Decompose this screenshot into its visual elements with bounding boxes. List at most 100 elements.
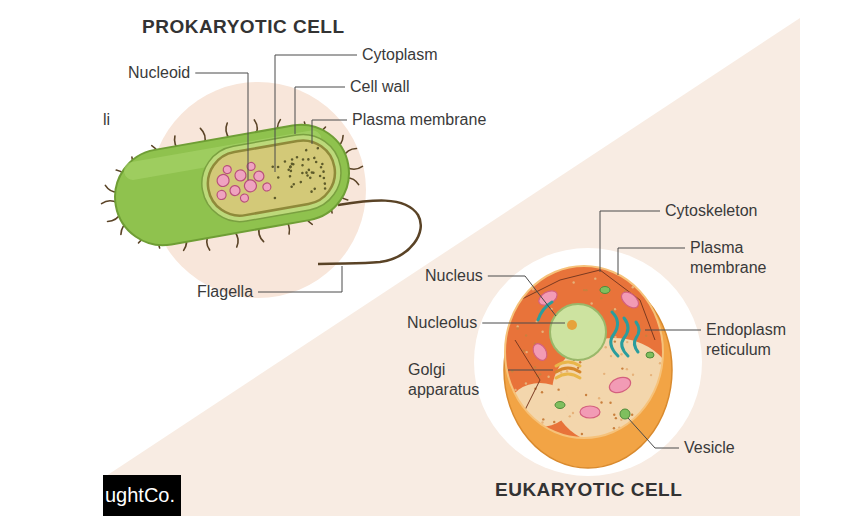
cytoplasm-dot	[648, 404, 650, 406]
cytoplasm-dot	[628, 334, 630, 336]
cytoplasm-dot	[643, 276, 645, 278]
cytoplasm-dot	[524, 425, 526, 427]
ribosome-dot	[291, 158, 294, 161]
cytoplasm-dot	[663, 426, 665, 428]
cytoplasm-dot	[627, 425, 629, 427]
eukaryotic-cell	[505, 266, 663, 438]
cytoplasm-dot	[654, 412, 656, 414]
endoplasmic-reticulum	[538, 302, 639, 356]
part-label: Flagella	[197, 282, 253, 302]
cytoplasm-dot	[542, 418, 544, 420]
nucleoid	[240, 193, 249, 202]
cytoplasm-dot	[525, 334, 527, 336]
leader-line	[295, 87, 345, 134]
cytoplasm-dot	[541, 421, 543, 423]
ribosome-dot	[302, 158, 305, 161]
mitochondrion	[530, 288, 641, 418]
cytoplasm-dot	[660, 294, 662, 296]
ribosome-dot	[319, 175, 322, 178]
cytoplasm-dot	[512, 269, 514, 271]
nucleoid	[229, 185, 241, 197]
nucleoid	[243, 179, 257, 193]
nucleoid	[253, 170, 265, 182]
cytoplasm-dot	[514, 389, 516, 391]
ribosome-dot	[295, 156, 298, 159]
cytoplasm-dot	[583, 289, 585, 291]
part-label: Cytoskeleton	[665, 201, 758, 221]
endoplasmic-reticulum	[622, 318, 628, 356]
ribosome-dot	[289, 166, 292, 169]
cell-heading: EUKARYOTIC CELL	[495, 478, 682, 502]
cytoplasm-dot	[525, 382, 527, 384]
part-label: Golgi apparatus	[408, 360, 503, 400]
cytoplasm-dot	[631, 414, 633, 416]
cell-wall	[196, 128, 347, 227]
prokaryotic-cell	[92, 101, 373, 269]
cytoplasm-dot	[614, 340, 616, 342]
vesicle	[620, 409, 630, 419]
part-label: Endoplasm reticulum	[706, 320, 816, 360]
leader-line	[645, 330, 701, 331]
cytoplasm-dot	[510, 415, 512, 417]
flagellum	[318, 201, 421, 264]
cytoplasm-dot	[658, 401, 660, 403]
cytoplasm-dot	[614, 336, 616, 338]
ribosome-dot	[321, 163, 324, 166]
cytoplasm-dot	[581, 433, 583, 435]
leader-line	[628, 418, 679, 448]
golgi-apparatus	[556, 362, 580, 366]
cytoplasm-dot	[621, 367, 623, 369]
part-label: Nucleolus	[407, 313, 477, 333]
cell-heading: PROKARYOTIC CELL	[142, 15, 345, 39]
cytoplasm-dot	[547, 375, 549, 377]
nucleoid	[216, 190, 226, 200]
background-band	[103, 18, 800, 516]
golgi-apparatus	[556, 362, 580, 378]
cytoplasm-dot	[620, 419, 622, 421]
mitochondrion	[607, 375, 632, 396]
cytoplasm-dot	[651, 415, 653, 417]
ribosome-dot	[312, 171, 315, 174]
nucleoid	[212, 159, 272, 207]
endoplasmic-reticulum	[538, 302, 552, 320]
cytoplasm-dot	[594, 277, 596, 279]
plasma-membrane	[203, 135, 340, 220]
cytoplasm-dot	[657, 430, 659, 432]
eukaryotic-cell	[505, 266, 663, 438]
vesicle	[600, 287, 610, 294]
ribosome-dot	[322, 170, 325, 173]
cytoplasm-dot	[659, 362, 661, 364]
cytoskeleton	[515, 270, 655, 420]
endoplasmic-reticulum	[611, 312, 618, 356]
eukaryotic-cell	[504, 266, 676, 468]
cytoplasm-dot	[553, 421, 555, 423]
cytoplasm-dot	[627, 428, 629, 430]
cytoplasm-dot	[538, 425, 540, 427]
ribosome-dot	[305, 171, 308, 174]
leader-line	[508, 370, 553, 371]
leader-line	[482, 323, 565, 324]
ribosome-dot	[323, 182, 326, 185]
cytoplasm-dot	[539, 373, 541, 375]
cytoplasm-dot	[624, 273, 626, 275]
eukaryotic-cell	[510, 383, 570, 427]
nucleolus	[567, 320, 577, 330]
cytoplasm-dot	[513, 281, 515, 283]
backdrop-circle	[474, 248, 702, 476]
ribosome-dot	[299, 181, 302, 184]
cytoplasm-dot	[635, 282, 637, 284]
ribosome-dot	[306, 174, 309, 177]
vesicle	[646, 352, 654, 358]
ribosome-dot	[283, 160, 286, 163]
ribosome-dot	[301, 172, 304, 175]
cytoplasm-dot	[613, 427, 615, 429]
cytoplasm-dot	[516, 269, 518, 271]
cytoplasm-dot	[651, 302, 653, 304]
cytoplasm-dot	[523, 350, 525, 352]
ribosome-dot	[273, 196, 276, 199]
cytoplasm-dot	[603, 373, 605, 375]
ribosome-dot	[289, 165, 292, 168]
cytoplasm-dot	[585, 289, 587, 291]
cytoplasm-dot	[541, 331, 543, 333]
nucleoid	[223, 165, 232, 174]
